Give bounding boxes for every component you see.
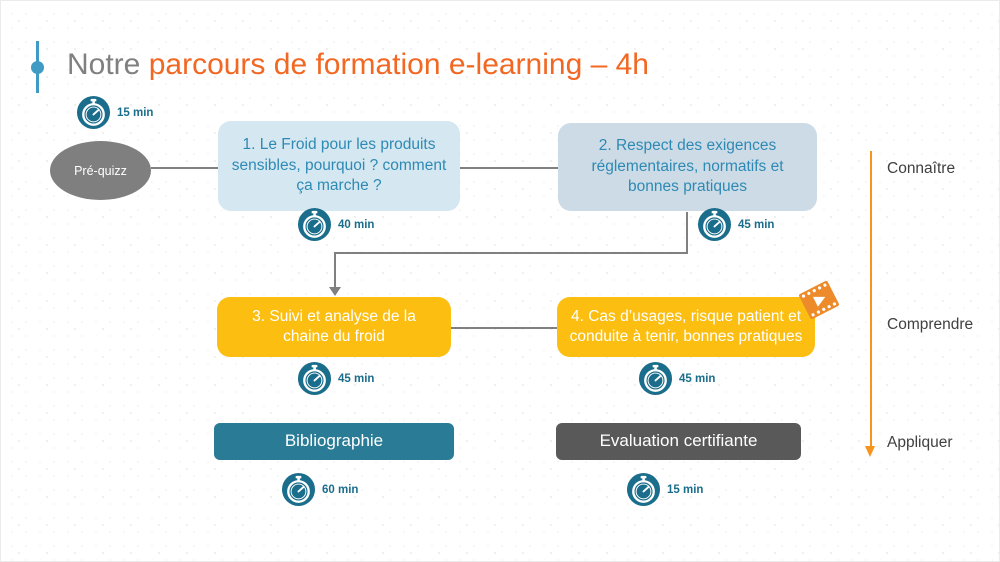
duration-badge-module2: 45 min [697, 207, 774, 242]
duration-prequizz-text: 15 min [117, 106, 154, 119]
duration-badge-module3: 45 min [297, 361, 374, 396]
node-evaluation[interactable]: Evaluation certifiante [556, 423, 801, 460]
node-module-3[interactable]: 3. Suivi et analyse de la chaine du froi… [217, 297, 451, 357]
duration-badge-module1: 40 min [297, 207, 374, 242]
duration-module1-text: 40 min [338, 218, 375, 231]
node-prequizz-label: Pré-quizz [74, 163, 127, 178]
duration-badge-module4: 45 min [638, 361, 715, 396]
duration-badge-bibliographie: 60 min [281, 472, 358, 507]
connector-arrowhead-module3 [329, 287, 341, 296]
duration-evaluation-text: 15 min [667, 483, 704, 496]
title-accent-dot [31, 61, 44, 74]
duration-badge-evaluation: 15 min [626, 472, 703, 507]
axis-label-appliquer: Appliquer [887, 434, 953, 451]
axis-label-connaitre: Connaître [887, 160, 956, 177]
connector-prequizz-module1 [151, 167, 219, 169]
node-bibliographie-label: Bibliographie [284, 431, 384, 451]
connector-into-module3 [334, 252, 336, 290]
progression-axis-arrowhead [865, 446, 875, 457]
duration-badge-prequizz: 15 min [76, 95, 153, 130]
progression-axis-line [870, 151, 872, 448]
connector-module3-module4 [451, 327, 557, 329]
node-bibliographie[interactable]: Bibliographie [214, 423, 454, 460]
connector-module1-module2 [460, 167, 558, 169]
title-accent-line-bottom [36, 72, 39, 93]
stopwatch-icon [626, 472, 661, 507]
page-title-highlight: parcours de formation e-learning – 4h [148, 48, 649, 81]
duration-module3-text: 45 min [338, 372, 375, 385]
duration-module4-text: 45 min [679, 372, 716, 385]
node-module-4-label: 4. Cas d’usages, risque patient et condu… [569, 307, 803, 345]
stopwatch-icon [76, 95, 111, 130]
page-title: Notre parcours de formation e-learning –… [67, 48, 649, 82]
node-module-1-label: 1. Le Froid pour les produits sensibles,… [231, 136, 447, 195]
node-module-2-label: 2. Respect des exigences réglementaires,… [591, 137, 784, 196]
node-prequizz[interactable]: Pré-quizz [50, 141, 151, 200]
node-module-3-label: 3. Suivi et analyse de la chaine du froi… [252, 307, 416, 345]
connector-module2-down [686, 212, 688, 254]
title-accent-line-top [36, 41, 39, 63]
stopwatch-icon [281, 472, 316, 507]
stopwatch-icon [297, 361, 332, 396]
node-module-4[interactable]: 4. Cas d’usages, risque patient et condu… [557, 297, 815, 357]
node-module-2[interactable]: 2. Respect des exigences réglementaires,… [558, 123, 817, 211]
video-film-icon [794, 275, 844, 325]
stopwatch-icon [638, 361, 673, 396]
node-module-1[interactable]: 1. Le Froid pour les produits sensibles,… [218, 121, 460, 211]
duration-bibliographie-text: 60 min [322, 483, 359, 496]
stopwatch-icon [697, 207, 732, 242]
page-title-prefix: Notre [67, 48, 149, 81]
duration-module2-text: 45 min [738, 218, 775, 231]
connector-module2-left [334, 252, 688, 254]
stopwatch-icon [297, 207, 332, 242]
axis-label-comprendre: Comprendre [887, 316, 974, 333]
node-evaluation-label: Evaluation certifiante [599, 431, 758, 451]
